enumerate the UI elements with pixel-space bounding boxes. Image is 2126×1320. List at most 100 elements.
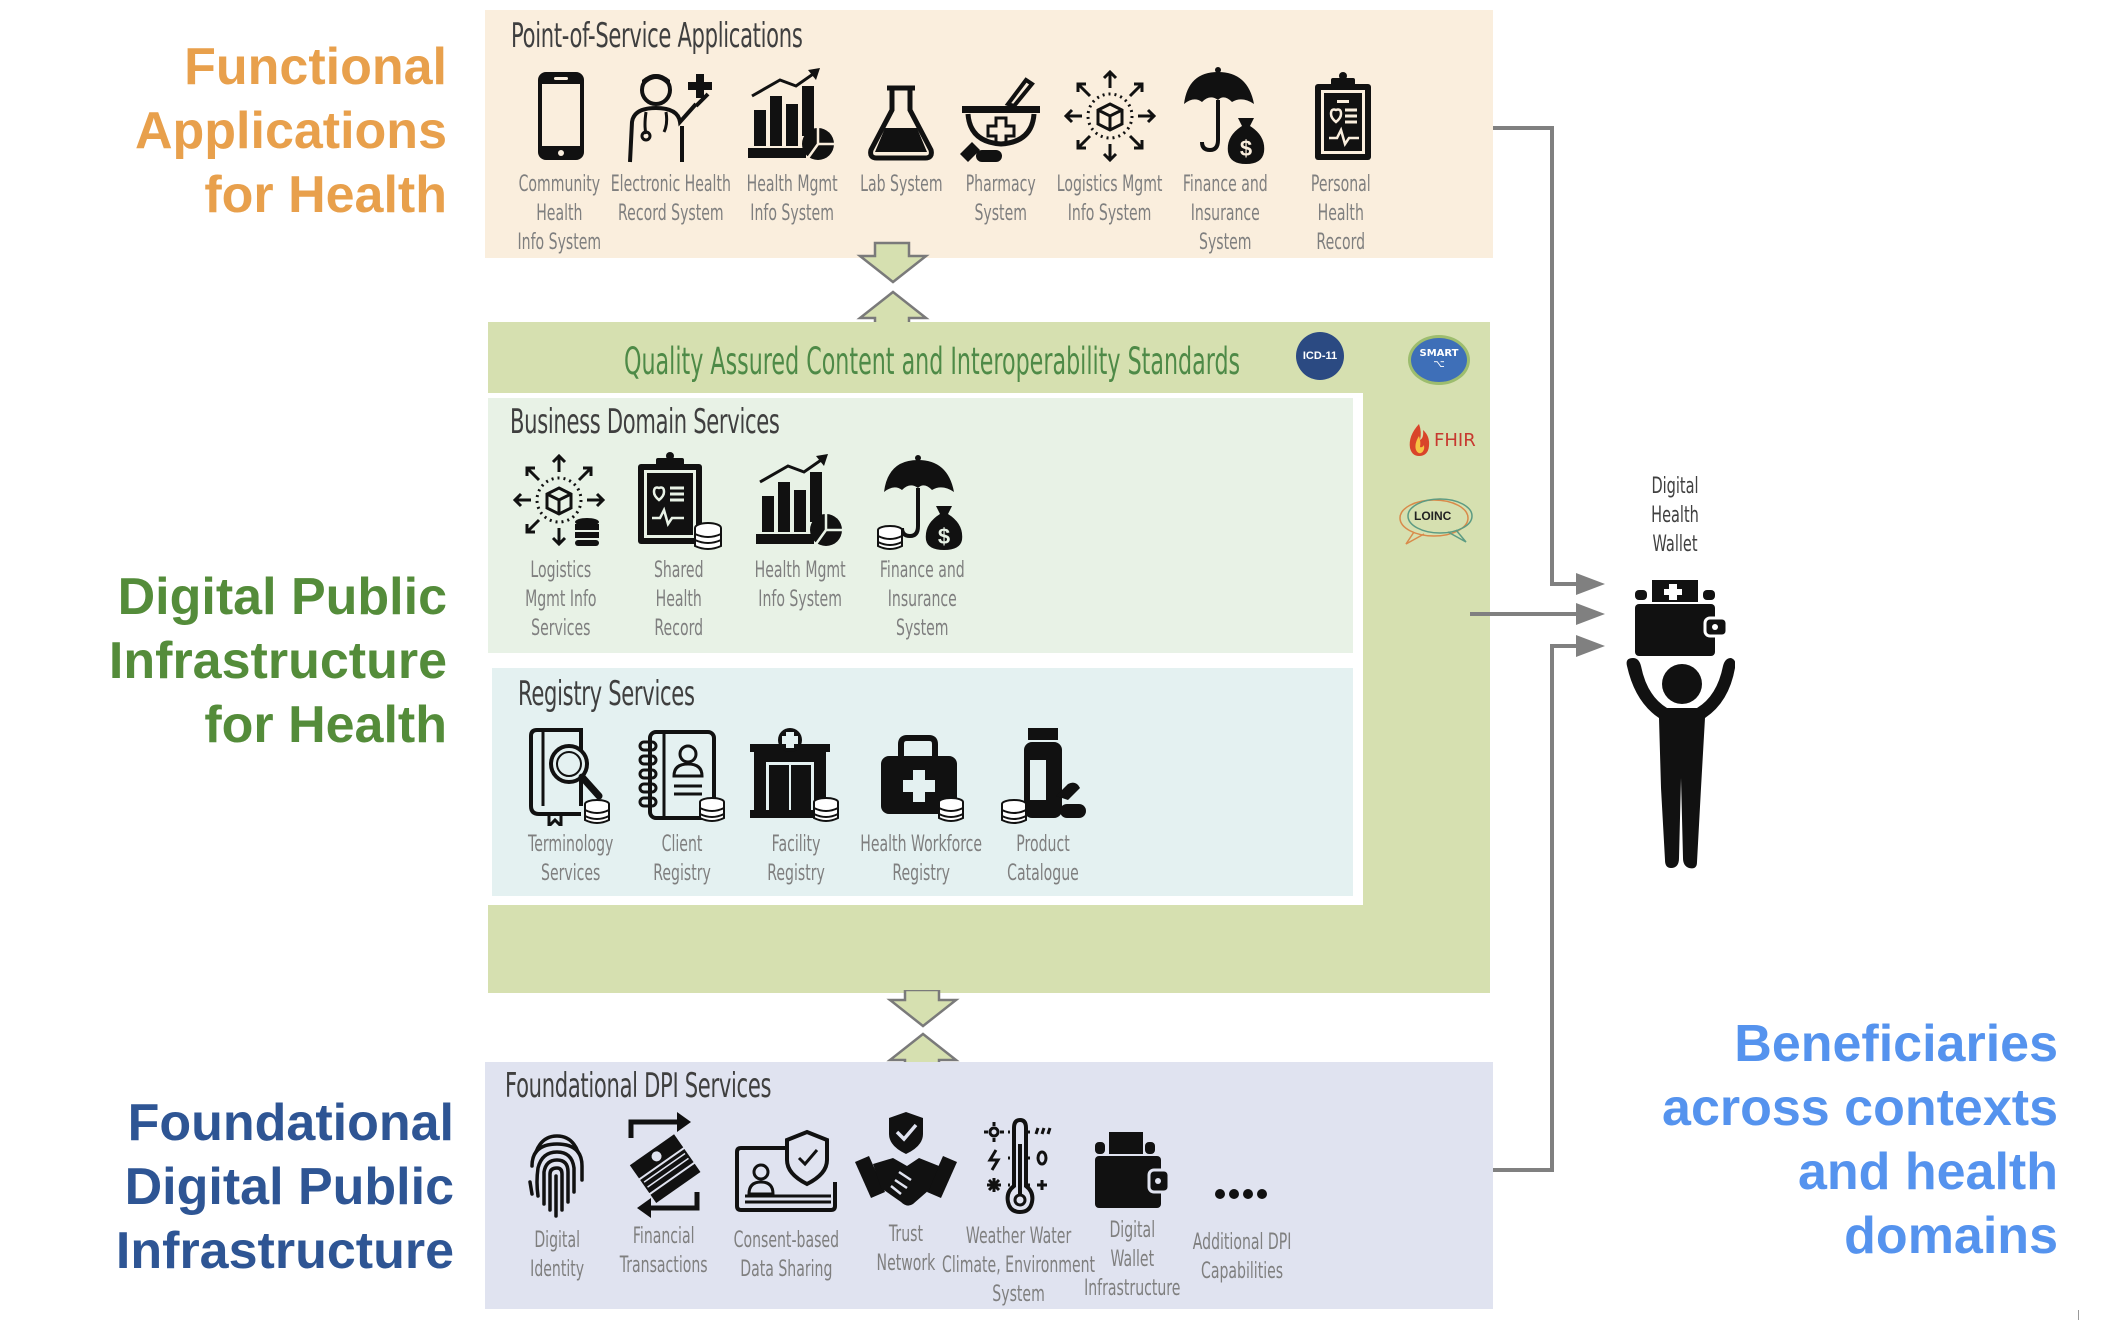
database-icon — [584, 799, 610, 824]
fingerprint-icon — [528, 1134, 584, 1218]
wallet-icon — [1095, 1132, 1171, 1208]
loinc-badge[interactable]: LOINC — [1396, 494, 1476, 545]
database-icon — [575, 518, 599, 546]
app-tile[interactable]: Lab System — [851, 66, 951, 199]
person-holding-wallet-icon[interactable] — [1625, 578, 1735, 870]
connector-from-foundational — [1493, 644, 1580, 1172]
book-search-icon — [529, 728, 610, 826]
label-line: Digital Public — [124, 1158, 454, 1216]
dpi-health-box: Quality Assured Content and Interoperabi… — [488, 322, 1490, 993]
connector-from-applications — [1493, 126, 1580, 586]
thermometer-weather-icon — [984, 1117, 1052, 1215]
label-line: and health — [1797, 1143, 2058, 1201]
business-domain-box: Business Domain Services — [488, 398, 1353, 653]
bar-chart-icon — [748, 68, 834, 160]
bar-chart-icon — [756, 454, 842, 546]
speech-bubbles-icon — [1399, 498, 1473, 545]
label-line: Digital Public — [117, 568, 447, 626]
down-arrow-icon — [886, 990, 960, 1028]
ellipsis-icon — [1215, 1189, 1267, 1199]
clipboard-database-icon — [638, 452, 722, 550]
logistics-box-icon — [1063, 69, 1157, 163]
flask-icon — [868, 85, 934, 161]
icd11-label: ICD-11 — [1302, 350, 1338, 362]
down-arrow-icon — [856, 241, 930, 284]
registry-box: Registry Services Termin — [492, 668, 1353, 896]
handshake-shield-icon — [855, 1112, 957, 1206]
digital-health-wallet-label: Digital Health Wallet — [1642, 472, 1708, 559]
label-line: Functional — [184, 38, 447, 96]
label-line: Foundational — [127, 1094, 454, 1152]
dpi-for-health-label: Digital Public Infrastructure for Health — [109, 565, 447, 757]
fhir-badge[interactable]: FHIR — [1406, 422, 1476, 458]
label-line: Applications — [134, 102, 447, 160]
smartphone-icon — [538, 72, 584, 160]
database-icon — [938, 797, 964, 822]
id-card-shield-icon — [735, 1129, 837, 1212]
flame-icon — [1409, 424, 1430, 456]
database-icon — [694, 522, 722, 550]
functional-applications-label: Functional Applications for Health — [135, 35, 447, 227]
label-line: Infrastructure — [108, 632, 447, 690]
smart-guidelines-badge[interactable]: SMART ⌥ — [1408, 335, 1470, 385]
smart-label: SMART — [1419, 348, 1459, 359]
label-line: Beneficiaries — [1734, 1015, 2058, 1073]
database-icon — [699, 797, 725, 822]
mortar-pestle-icon — [960, 77, 1040, 162]
arrowhead-icon — [1576, 635, 1605, 657]
hospital-building-icon — [750, 728, 839, 822]
registry-title: Registry Services — [518, 674, 695, 714]
flowchart-icon: ⌥ — [1433, 359, 1445, 370]
beneficiaries-label: Beneficiaries across contexts and health… — [1662, 1012, 2058, 1268]
umbrella-money-icon: $ — [1184, 67, 1265, 164]
label-line: for Health — [204, 166, 447, 224]
medicine-bottle-icon — [1001, 728, 1086, 824]
fhir-label: FHIR — [1434, 429, 1476, 451]
label-line: domains — [1844, 1207, 2058, 1265]
clipboard-health-icon — [1315, 72, 1371, 160]
icd11-badge[interactable]: ICD-11 — [1296, 332, 1344, 380]
label-line: Wallet — [1652, 532, 1698, 557]
